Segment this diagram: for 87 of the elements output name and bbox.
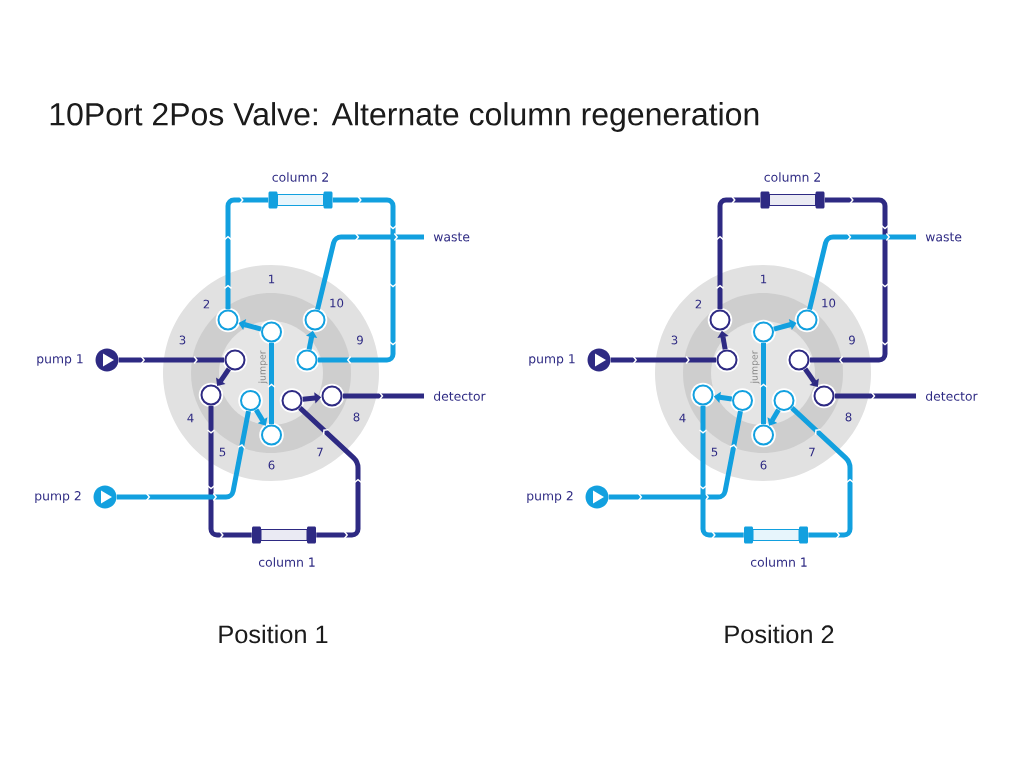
pump-label: pump 2 bbox=[35, 491, 81, 503]
pump-label: pump 1 bbox=[529, 354, 575, 366]
column-icon bbox=[268, 191, 333, 209]
flow-line bbox=[807, 232, 916, 311]
flow-line bbox=[223, 195, 269, 310]
port-circle bbox=[198, 382, 224, 408]
port-number: 8 bbox=[353, 412, 360, 422]
port-circle bbox=[302, 307, 328, 333]
port-number: 1 bbox=[269, 274, 275, 284]
outlet-label: detector bbox=[925, 391, 978, 401]
port-number: 10 bbox=[822, 298, 836, 308]
port-circle bbox=[259, 422, 284, 448]
pump-icon bbox=[587, 348, 611, 372]
column-label: column 1 bbox=[750, 557, 807, 567]
port-number: 7 bbox=[317, 447, 323, 457]
flow-line bbox=[298, 406, 363, 540]
flow-line bbox=[238, 319, 262, 332]
port-circle bbox=[222, 347, 248, 373]
flow-line bbox=[715, 195, 761, 310]
port-circle bbox=[786, 347, 812, 373]
flow-line bbox=[116, 410, 251, 502]
pump-icon bbox=[93, 485, 117, 509]
port-number: 6 bbox=[268, 460, 275, 470]
edge-label: jumper bbox=[257, 349, 269, 385]
port-number: 7 bbox=[809, 447, 815, 457]
title: 10Port 2Pos Valve: Alternate column regeneration bbox=[50, 102, 759, 132]
edge-label: jumper bbox=[749, 349, 761, 385]
pump-label: pump 2 bbox=[527, 491, 573, 503]
pump-label: pump 1 bbox=[37, 354, 83, 366]
column-icon bbox=[252, 526, 316, 544]
port-circle bbox=[730, 388, 755, 413]
port-circle bbox=[319, 383, 345, 409]
port-number: 1 bbox=[761, 274, 767, 284]
port-circle bbox=[215, 307, 241, 333]
flow-line bbox=[254, 408, 268, 426]
column-label: column 1 bbox=[258, 557, 315, 567]
port-circle bbox=[751, 422, 776, 448]
column-label: column 2 bbox=[764, 172, 820, 182]
flow-line bbox=[342, 391, 424, 401]
outlet-label: waste bbox=[433, 232, 470, 242]
port-circle bbox=[294, 347, 320, 373]
port-circle bbox=[714, 347, 740, 373]
port-circle bbox=[279, 388, 305, 413]
flow-line bbox=[315, 232, 424, 311]
flow-line bbox=[608, 410, 743, 502]
port-number: 2 bbox=[203, 299, 210, 309]
port-circle bbox=[238, 388, 263, 413]
flow-line bbox=[759, 342, 768, 425]
port-number: 10 bbox=[330, 298, 344, 308]
pump-icon bbox=[95, 348, 119, 372]
flow-line bbox=[610, 355, 717, 365]
port-circle bbox=[771, 388, 797, 413]
flow-line bbox=[809, 195, 890, 365]
port-number: 5 bbox=[219, 447, 226, 457]
flow-line bbox=[790, 406, 855, 540]
flow-line bbox=[767, 408, 781, 426]
port-number: 3 bbox=[671, 335, 678, 345]
pump-icon bbox=[585, 485, 609, 509]
port-number: 9 bbox=[849, 335, 855, 345]
port-circle bbox=[794, 307, 820, 333]
column-icon bbox=[760, 191, 825, 209]
port-number: 2 bbox=[695, 299, 702, 309]
flow-line bbox=[834, 391, 916, 401]
caption: Position 1 bbox=[219, 624, 328, 644]
port-circle bbox=[707, 307, 733, 333]
port-circle bbox=[811, 383, 837, 409]
flow-line bbox=[698, 405, 744, 540]
column-icon bbox=[744, 526, 808, 544]
caption: Position 2 bbox=[725, 624, 834, 644]
port-number: 4 bbox=[679, 413, 686, 423]
flow-line bbox=[267, 342, 276, 425]
outlet-label: waste bbox=[925, 232, 962, 242]
port-number: 9 bbox=[357, 335, 363, 345]
flow-line bbox=[206, 405, 252, 540]
port-circle bbox=[751, 319, 776, 345]
port-number: 8 bbox=[845, 412, 852, 422]
port-circle bbox=[690, 382, 716, 408]
flow-line bbox=[773, 319, 797, 332]
port-number: 6 bbox=[760, 460, 767, 470]
port-number: 4 bbox=[187, 413, 194, 423]
port-number: 5 bbox=[711, 447, 718, 457]
port-circle bbox=[259, 319, 284, 345]
flow-line bbox=[317, 195, 398, 365]
port-number: 3 bbox=[179, 335, 186, 345]
outlet-label: detector bbox=[433, 391, 486, 401]
flow-line bbox=[118, 355, 225, 365]
column-label: column 2 bbox=[272, 172, 328, 182]
